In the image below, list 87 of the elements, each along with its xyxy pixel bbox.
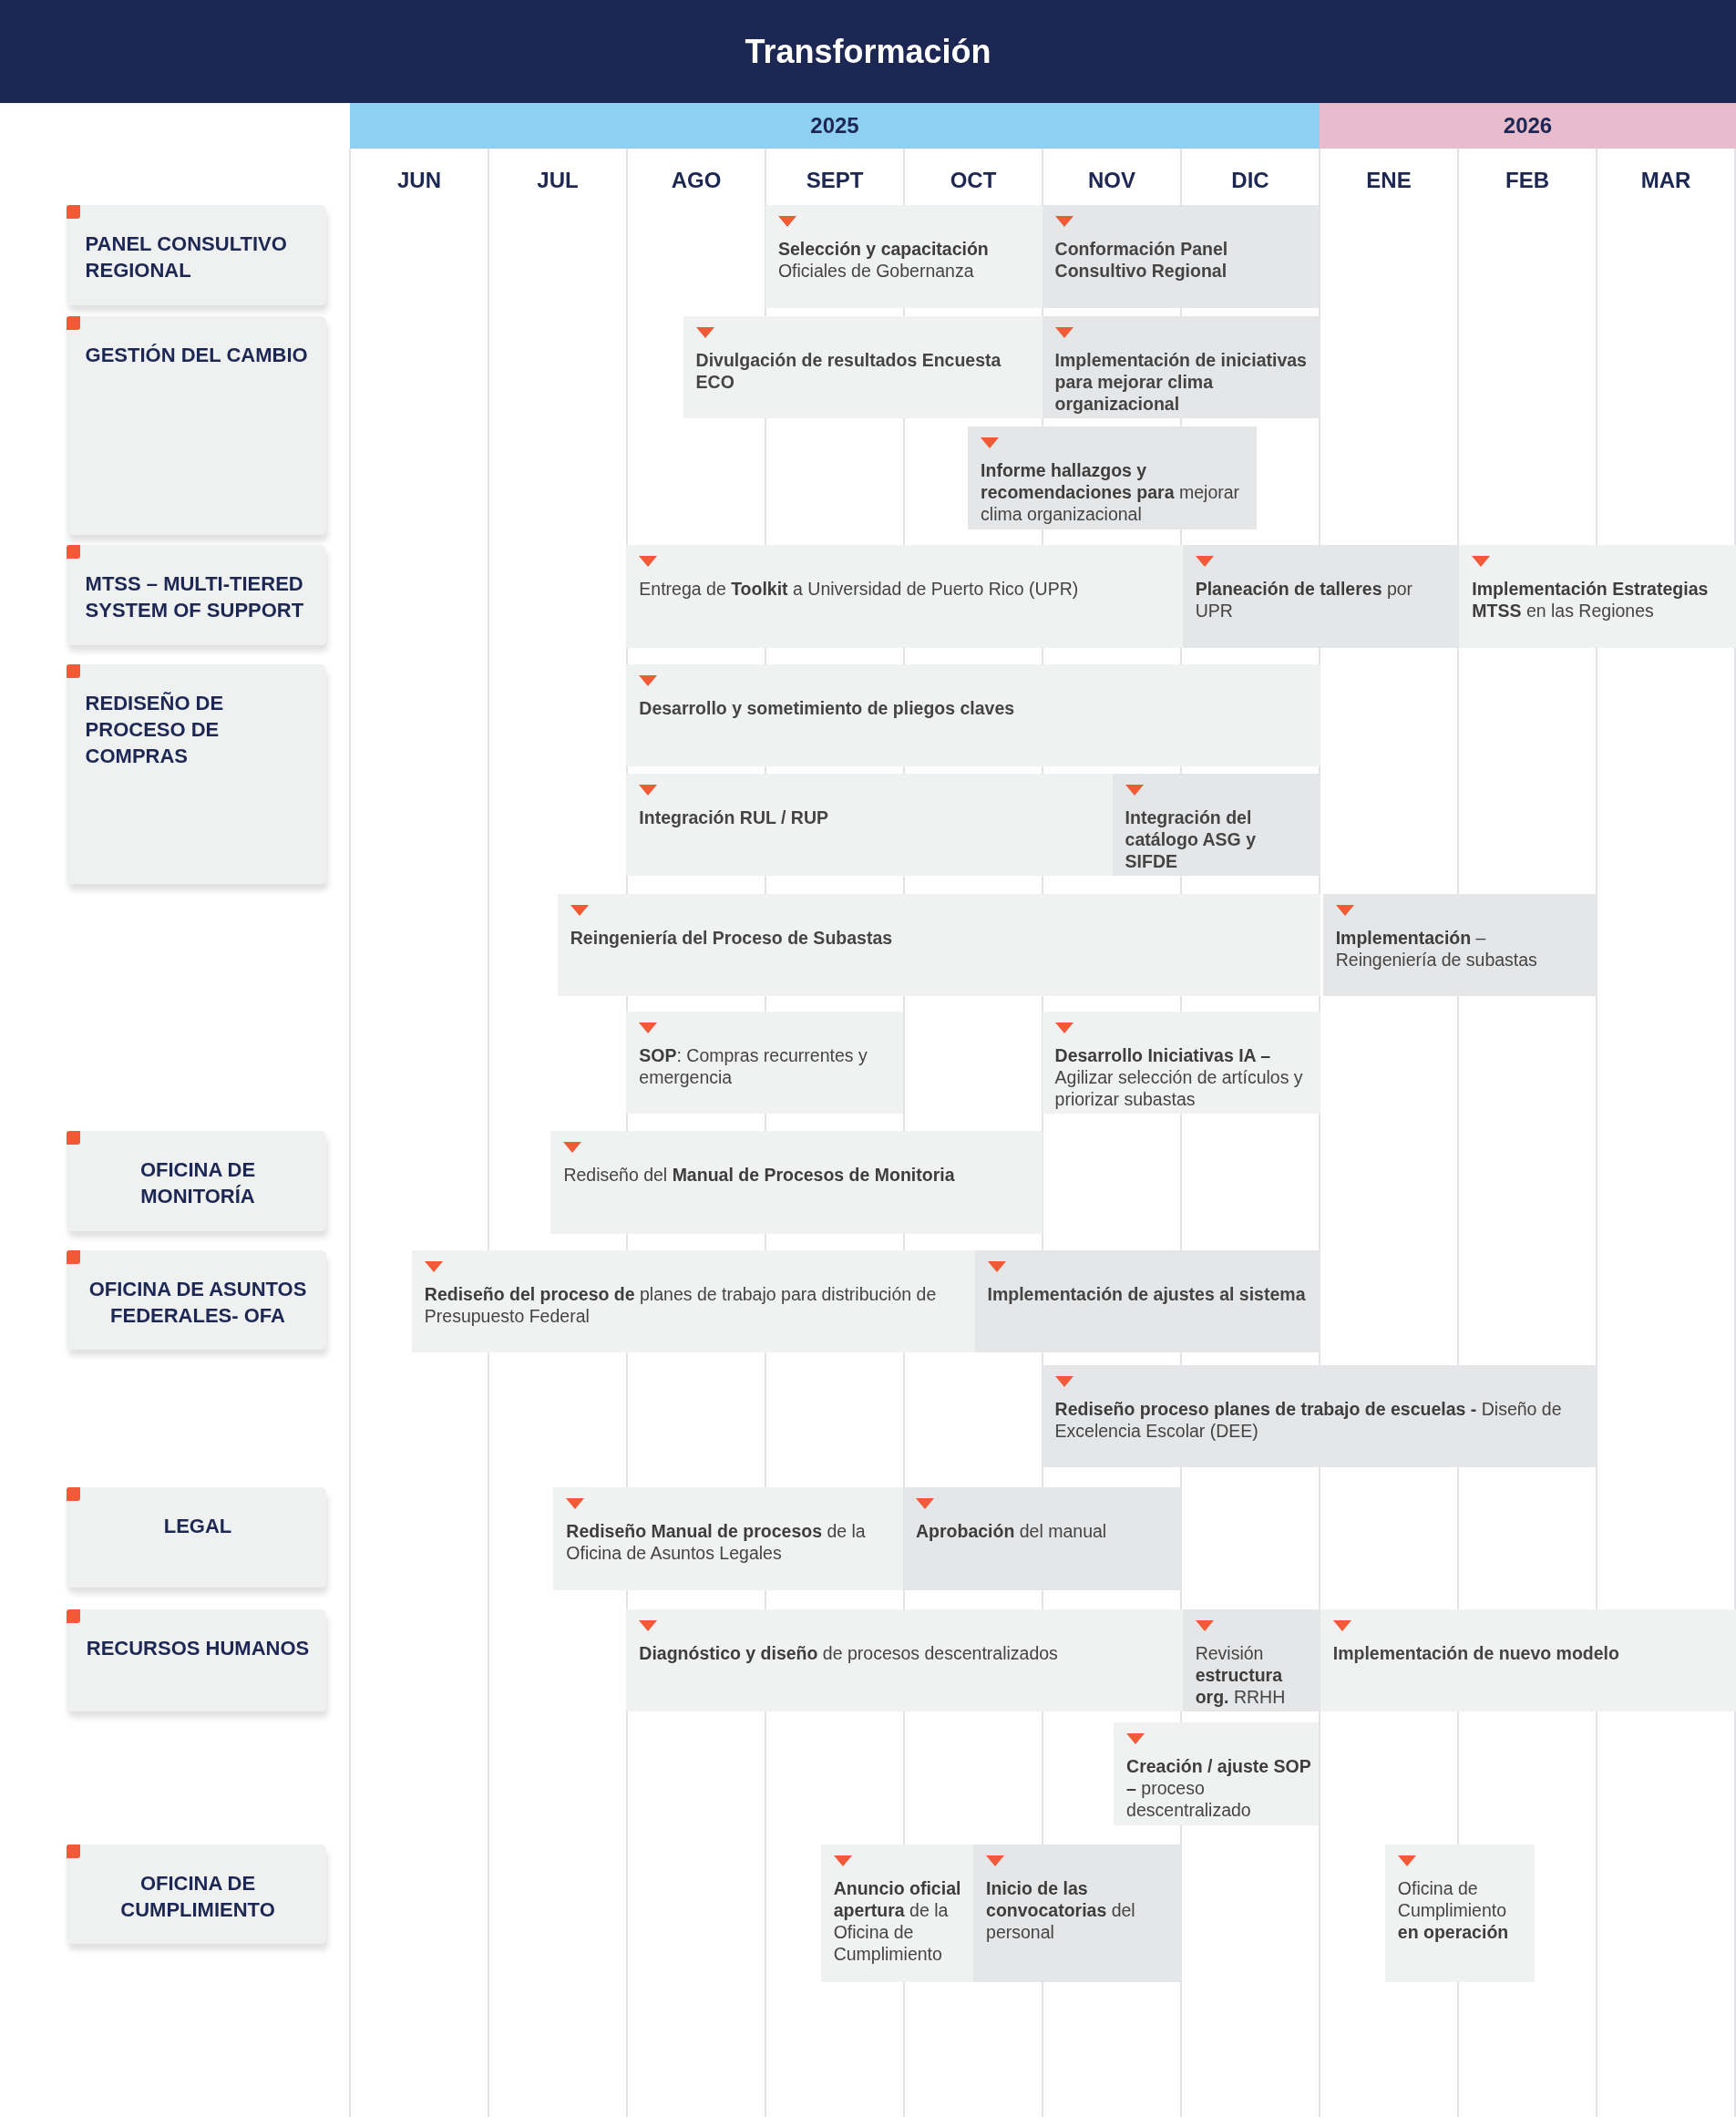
task-bar bbox=[626, 1011, 903, 1115]
year-header: 2026 bbox=[1320, 103, 1736, 149]
task-bar bbox=[1322, 893, 1597, 997]
category-card bbox=[66, 1487, 327, 1588]
task-bar bbox=[411, 1249, 975, 1353]
category-label: OFICINA DE CUMPLIMIENTO bbox=[119, 1870, 276, 1923]
category-card bbox=[66, 545, 327, 646]
task-bar bbox=[550, 1131, 1043, 1234]
task-label: Aprobación del manual bbox=[916, 1520, 1108, 1543]
category-label: PANEL CONSULTIVO REGIONAL bbox=[85, 231, 288, 284]
task-label: Creación / ajuste SOP – proceso descentralizado bbox=[1126, 1755, 1312, 1822]
task-bar bbox=[1182, 1608, 1320, 1712]
category-label: RECURSOS HUMANOS bbox=[85, 1635, 311, 1661]
month-header: DIC bbox=[1230, 167, 1270, 194]
task-label: Rediseño del Manual de Procesos de Monitoria bbox=[563, 1164, 956, 1187]
task-label: Anuncio oficial apertura de la Oficina de Cumplimiento bbox=[833, 1876, 962, 1965]
category-card bbox=[66, 1844, 327, 1945]
task-bar bbox=[903, 1487, 1182, 1590]
task-bar bbox=[1384, 1844, 1536, 1982]
task-label: Rediseño proceso planes de trabajo de escuelas - Diseño de Excelencia Escolar (DEE) bbox=[1054, 1397, 1563, 1442]
task-label: Desarrollo Iniciativas IA – Agilizar selección de artículos y priorizar subastas bbox=[1054, 1043, 1304, 1110]
task-label: Divulgación de resultados Encuesta ECO bbox=[695, 348, 1002, 393]
task-label: Inicio de las convocatorias del personal bbox=[986, 1876, 1136, 1943]
task-label: Revisión estructura org. RRHH bbox=[1195, 1641, 1287, 1708]
task-bar bbox=[820, 1844, 974, 1982]
month-header: AGO bbox=[670, 167, 723, 194]
task-bar bbox=[557, 893, 1320, 997]
task-label: Implementación de nuevo modelo bbox=[1332, 1641, 1620, 1664]
task-bar bbox=[626, 545, 1183, 649]
task-label: Diagnóstico y diseño de procesos descentralizados bbox=[639, 1641, 1059, 1664]
task-label: Conformación Panel Consultivo Regional bbox=[1054, 238, 1229, 283]
category-card bbox=[66, 1131, 327, 1231]
task-bar bbox=[1182, 545, 1460, 649]
category-label: MTSS – MULTI-TIERED SYSTEM OF SUPPORT bbox=[85, 571, 305, 624]
task-label: Oficina de Cumplimiento en operación bbox=[1397, 1876, 1510, 1943]
month-header: FEB bbox=[1505, 167, 1550, 194]
task-label: Informe hallazgos y recomendaciones para mejorar clima organizacional bbox=[981, 459, 1241, 526]
month-header: OCT bbox=[949, 167, 998, 194]
task-bar bbox=[626, 663, 1320, 767]
category-card bbox=[66, 315, 327, 535]
category-label: REDISEÑO DE PROCESO DE COMPRAS bbox=[85, 690, 225, 769]
task-label: Selección y capacitación Oficiales de Gobernanza bbox=[777, 238, 990, 283]
task-bar bbox=[1042, 205, 1320, 308]
month-header: ENE bbox=[1365, 167, 1412, 194]
category-label: OFICINA DE ASUNTOS FEDERALES- OFA bbox=[87, 1276, 308, 1329]
task-bar bbox=[553, 1487, 903, 1590]
task-bar bbox=[1042, 1364, 1597, 1468]
task-bar bbox=[1114, 1722, 1320, 1825]
month-header: JUN bbox=[396, 167, 442, 194]
task-bar bbox=[968, 426, 1258, 529]
category-card bbox=[66, 1608, 327, 1712]
month-header: JUL bbox=[536, 167, 580, 194]
task-bar bbox=[1042, 315, 1320, 419]
task-bar bbox=[626, 1608, 1183, 1712]
category-label: OFICINA DE MONITORÍA bbox=[139, 1157, 257, 1210]
year-header: 2025 bbox=[350, 103, 1320, 149]
task-label: Implementación – Reingeniería de subastas bbox=[1335, 926, 1538, 971]
task-bar bbox=[683, 315, 1043, 419]
category-label: GESTIÓN DEL CAMBIO bbox=[85, 342, 309, 368]
task-label: Integración RUL / RUP bbox=[639, 806, 829, 828]
task-label: Planeación de talleres por UPR bbox=[1195, 578, 1414, 622]
task-label: Rediseño Manual de procesos de la Oficina de Asuntos Legales bbox=[566, 1520, 867, 1565]
task-label: Implementación de ajustes al sistema bbox=[987, 1282, 1307, 1305]
task-bar bbox=[1042, 1011, 1320, 1115]
month-header: SEPT bbox=[805, 167, 865, 194]
task-bar bbox=[1112, 773, 1320, 877]
task-label: Desarrollo y sometimiento de pliegos claves bbox=[639, 696, 1016, 719]
task-bar bbox=[1320, 1608, 1736, 1712]
task-bar bbox=[973, 1844, 1182, 1982]
category-card bbox=[66, 1249, 327, 1351]
task-bar bbox=[626, 773, 1113, 877]
task-bar bbox=[974, 1249, 1320, 1353]
month-header: NOV bbox=[1087, 167, 1136, 194]
month-header: MAR bbox=[1639, 167, 1692, 194]
task-bar bbox=[1459, 545, 1736, 649]
task-label: Integración del catálogo ASG y SIFDE bbox=[1125, 806, 1257, 872]
title: Transformación bbox=[745, 32, 991, 71]
task-label: Entrega de Toolkit a Universidad de Puerto Rico (UPR) bbox=[639, 578, 1080, 601]
task-bar bbox=[765, 205, 1043, 308]
category-label: LEGAL bbox=[162, 1514, 233, 1540]
task-label: Implementación de iniciativas para mejorar clima organizacional bbox=[1054, 348, 1308, 415]
category-card bbox=[66, 205, 327, 305]
task-label: Rediseño del proceso de planes de trabajo para distribución de Presupuesto Federal bbox=[424, 1282, 938, 1327]
task-label: Reingeniería del Proceso de Subastas bbox=[570, 926, 894, 949]
task-label: SOP: Compras recurrentes y emergencia bbox=[639, 1043, 868, 1088]
task-label: Implementación Estrategias MTSS en las Regiones bbox=[1472, 578, 1710, 622]
category-card bbox=[66, 663, 327, 885]
